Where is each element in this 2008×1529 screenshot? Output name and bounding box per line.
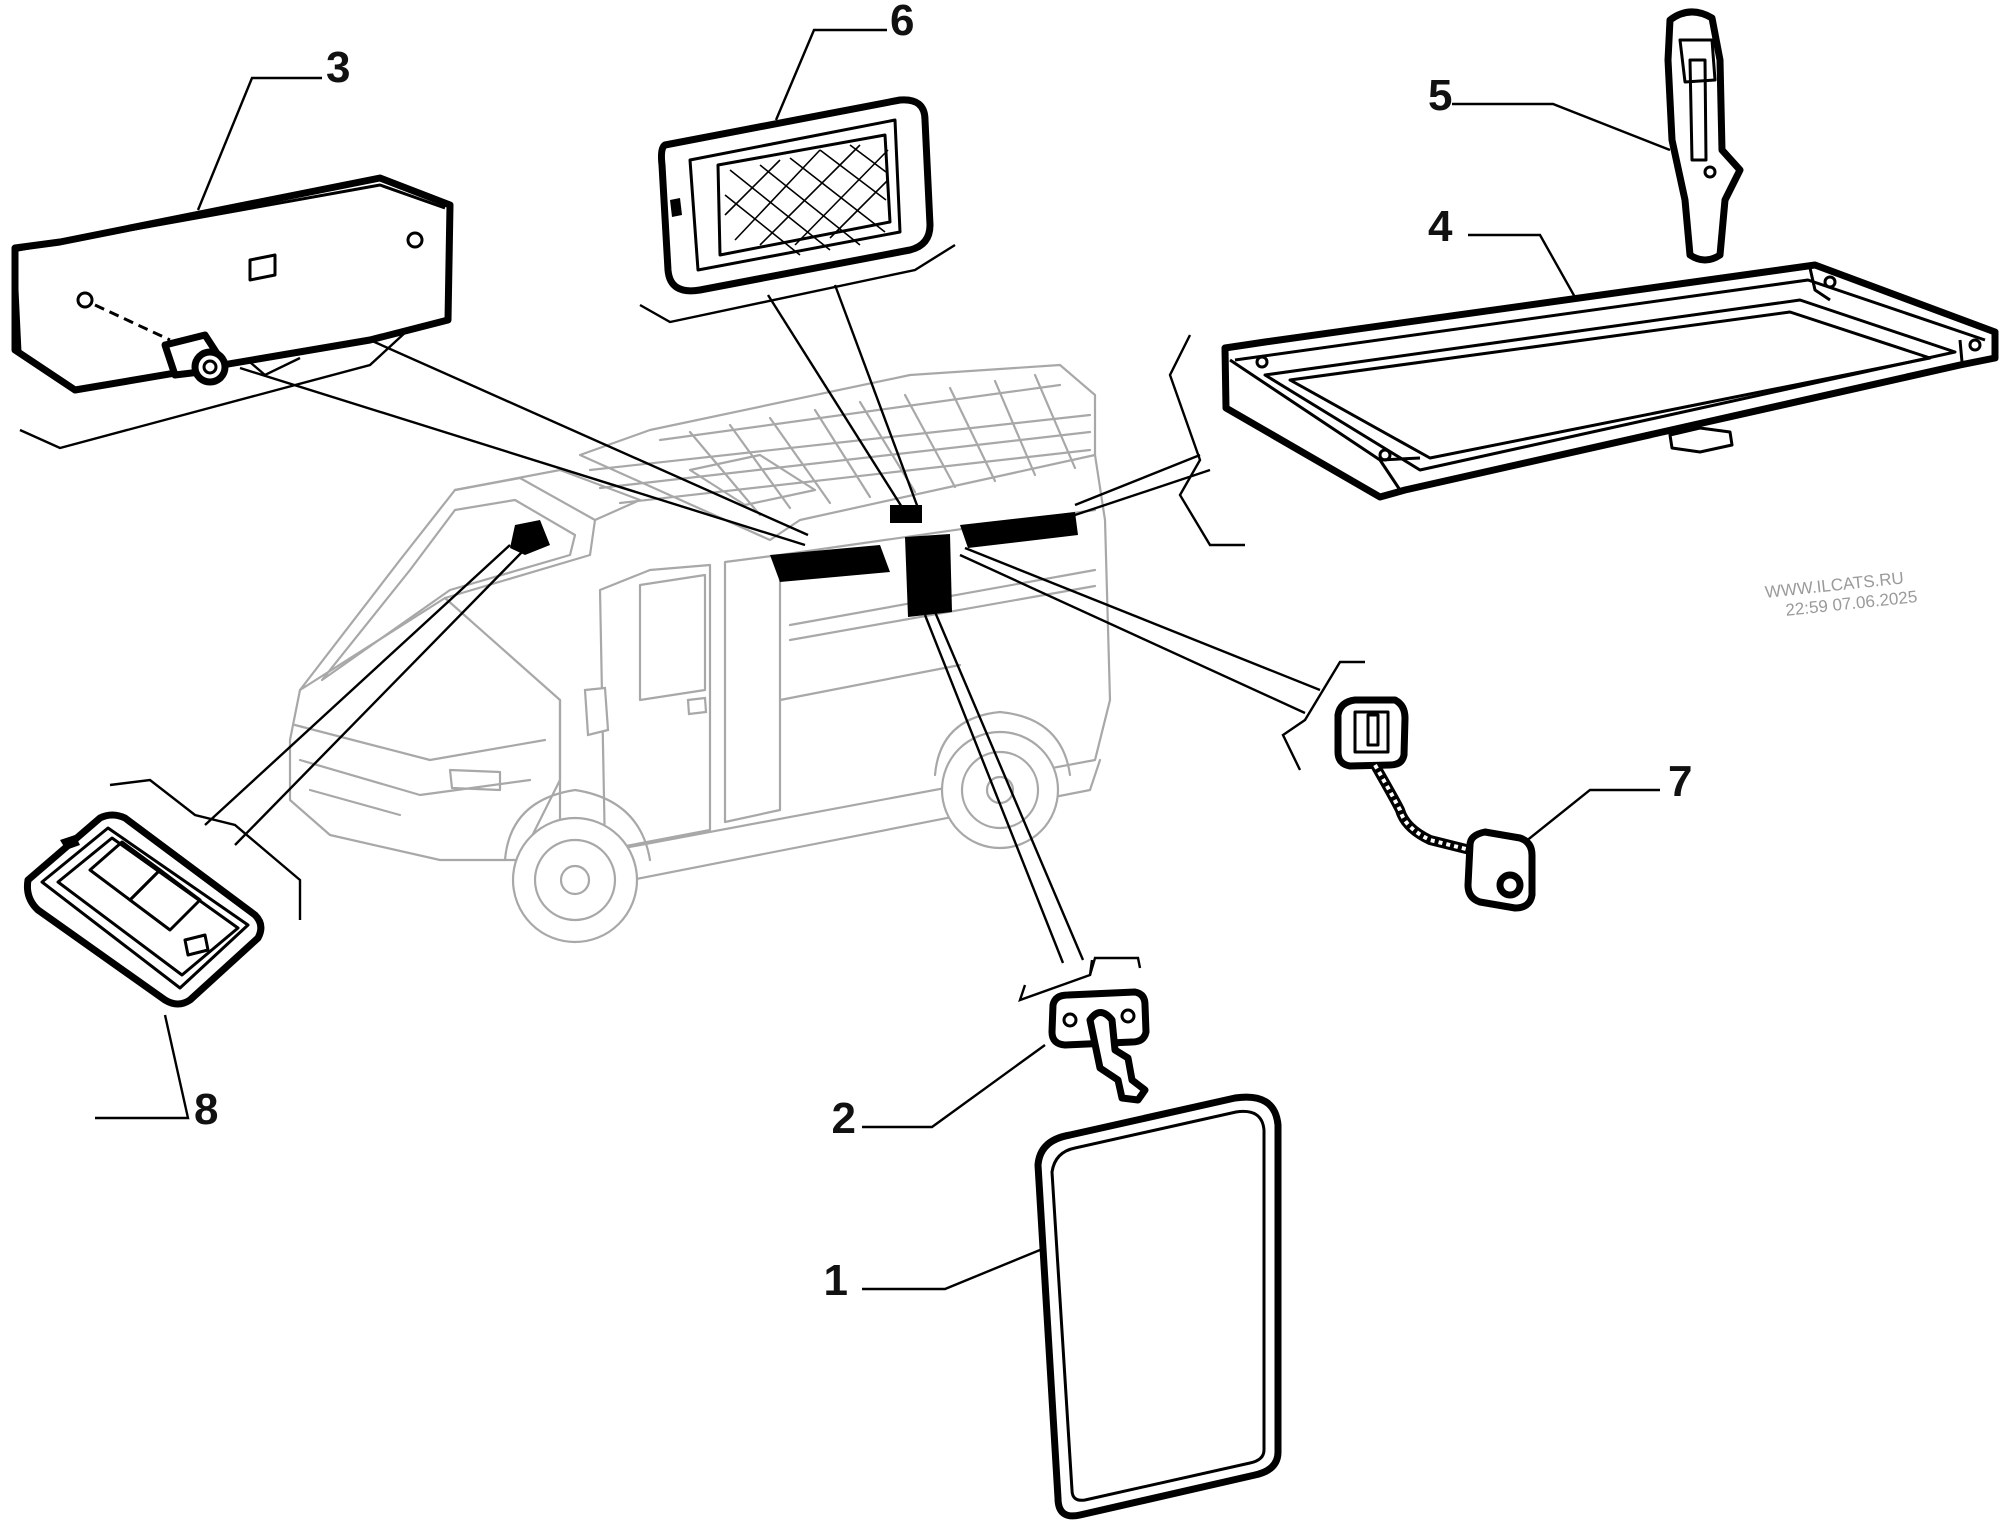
part-4-long-panel: [1221, 261, 1999, 501]
callout-1: 1: [824, 1256, 848, 1305]
callout-3: 3: [326, 43, 350, 92]
part-8-lamp: [24, 811, 265, 1008]
leader-lines: [19, 28, 1671, 1291]
part-7-cable-assembly: [1334, 696, 1536, 912]
part-1-panel: [1034, 1093, 1282, 1520]
callout-7: 7: [1668, 757, 1692, 806]
callout-8: 8: [194, 1085, 218, 1134]
callout-labels: 1 2 3 4 5 6 7 8: [194, 0, 1692, 1305]
watermark: WWW.ILCATS.RU 22:59 07.06.2025: [1764, 568, 1918, 619]
callout-2: 2: [832, 1094, 856, 1143]
van-mount-markers: [510, 505, 1078, 617]
part-5-handle: [1664, 8, 1744, 264]
callout-6: 6: [890, 0, 914, 45]
van-illustration: [288, 363, 1112, 944]
part-3-storage-box: [11, 174, 454, 394]
callout-4: 4: [1428, 202, 1453, 251]
callout-5: 5: [1428, 71, 1452, 120]
part-2-bracket: [1048, 988, 1150, 1104]
part-6-window-panel: [657, 96, 934, 295]
